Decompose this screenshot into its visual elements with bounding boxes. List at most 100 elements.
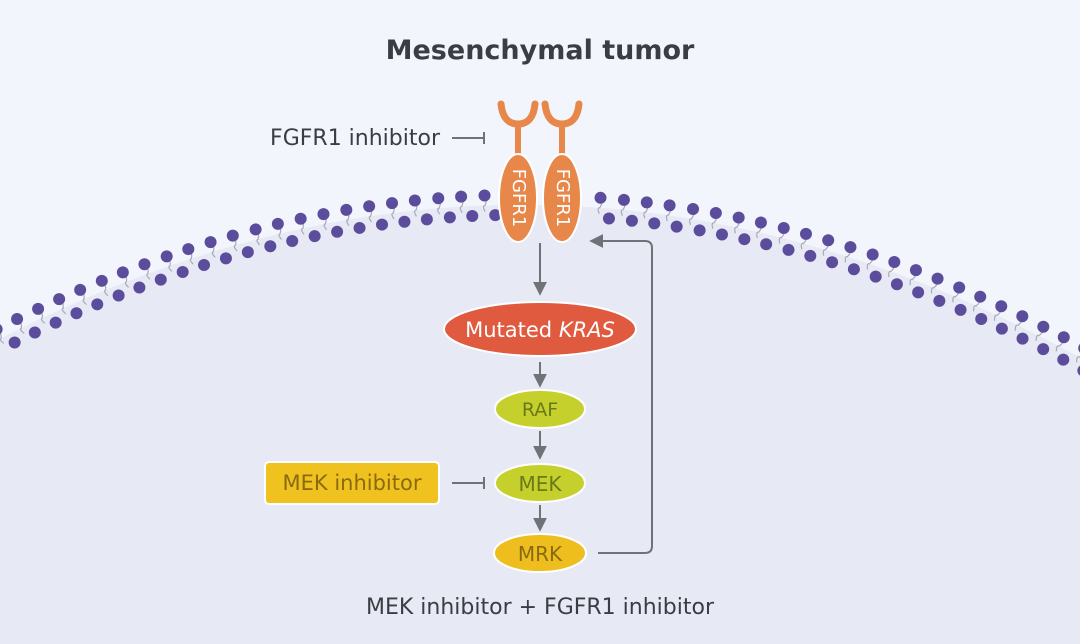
lipid-head-inner: [975, 313, 988, 326]
lipid-head-inner: [420, 213, 433, 226]
mek-inhibitor-label: MEK inhibitor: [282, 471, 421, 495]
lipid-head-inner: [286, 235, 299, 248]
lipid-head-inner: [91, 298, 104, 311]
lipid-head-outer: [32, 302, 45, 315]
receptor-label: FGFR1: [508, 169, 529, 228]
feedback-arrow-mrk-to-fgfr1: [589, 234, 653, 554]
lipid-head-inner: [154, 273, 167, 286]
lipid-head-inner: [826, 256, 839, 269]
lipid-head-inner: [264, 240, 277, 253]
lipid-head-outer: [294, 212, 307, 225]
lipid-head-outer: [866, 248, 879, 261]
lipid-head-outer: [709, 207, 722, 220]
lipid-head-outer: [974, 290, 987, 303]
lipid-head-inner: [8, 336, 21, 349]
lipid-head-outer: [909, 264, 922, 277]
svg-text:Mutated KRAS: Mutated KRAS: [465, 318, 615, 342]
lipid-head-inner: [1077, 365, 1080, 376]
lipid-head-inner: [376, 218, 389, 231]
lipid-head-outer: [317, 208, 330, 221]
lipid-head-inner: [869, 270, 882, 283]
lipid-head-inner: [331, 225, 344, 238]
lipid-head-outer: [663, 199, 676, 212]
lipid-head-outer: [271, 217, 284, 230]
lipid-head-outer: [138, 258, 151, 271]
lipid-head-inner: [804, 249, 817, 262]
lipid-head-inner: [1057, 353, 1070, 366]
lipid-head-outer: [594, 191, 607, 204]
diagram-title: Mesenchymal tumor: [386, 35, 695, 66]
mrk-node: MRK: [493, 533, 587, 573]
lipid-head-inner: [112, 289, 125, 302]
lipid-head-outer: [888, 256, 901, 269]
fgfr1-receptor-right: FGFR1: [541, 100, 583, 243]
lipid-head-outer: [340, 203, 353, 216]
lipid-head-outer: [249, 223, 262, 236]
lipid-head-inner: [1016, 332, 1029, 345]
lipid-head-outer: [687, 202, 700, 215]
lipid-head-outer: [640, 196, 653, 209]
lipid-tail: [1075, 355, 1080, 363]
fgfr1-inhibitor-label: FGFR1 inhibitor: [270, 126, 441, 151]
mek-label: MEK: [518, 472, 562, 496]
lipid-head-inner: [933, 294, 946, 307]
lipid-head-outer: [0, 324, 3, 335]
lipid-head-outer: [432, 192, 445, 205]
lipid-head-inner: [241, 246, 254, 259]
lipid-head-inner: [1037, 343, 1050, 356]
lipid-head-outer: [844, 241, 857, 254]
lipid-head-outer: [182, 243, 195, 256]
lipid-head-outer: [1016, 310, 1029, 323]
lipid-head-inner: [648, 217, 661, 230]
lipid-tail: [0, 332, 5, 344]
lipid-head-inner: [176, 265, 189, 278]
lipid-head-inner: [890, 278, 903, 291]
raf-node: RAF: [494, 389, 586, 429]
kras-prefix: Mutated: [465, 318, 559, 342]
lipid-head-outer: [754, 216, 767, 229]
lipid-head-outer: [478, 189, 491, 202]
lipid-head-inner: [466, 210, 479, 223]
mrk-label: MRK: [518, 542, 563, 566]
lipid-head-inner: [443, 211, 456, 224]
lipid-head-inner: [670, 220, 683, 233]
mek-node: MEK: [494, 463, 586, 503]
lipid-head-inner: [954, 303, 967, 316]
lipid-head-inner: [398, 215, 411, 228]
mek-inhibitor-box: MEK inhibitor: [264, 461, 440, 505]
lipid-head-outer: [95, 274, 108, 287]
lipid-head-inner: [693, 224, 706, 237]
lipid-head-outer: [455, 190, 468, 203]
raf-label: RAF: [522, 399, 558, 421]
fgfr1-inhibition-line: [452, 132, 485, 144]
lipid-head-outer: [953, 281, 966, 294]
lipid-head-outer: [1057, 331, 1070, 344]
lipid-head-outer: [777, 222, 790, 235]
mek-inhibition-line: [452, 477, 485, 489]
fgfr1-receptor-left: FGFR1: [497, 100, 539, 243]
lipid-head-outer: [386, 197, 399, 210]
lipid-head-inner: [49, 316, 62, 329]
cell-membrane: [0, 189, 1080, 376]
lipid-head-inner: [489, 209, 502, 222]
kras-node: Mutated KRAS: [443, 301, 637, 357]
lipid-head-outer: [822, 234, 835, 247]
lipid-head-outer: [204, 236, 217, 249]
lipid-head-outer: [160, 250, 173, 263]
lipid-head-inner: [70, 307, 83, 320]
lipid-head-inner: [912, 286, 925, 299]
lipid-head-outer: [799, 227, 812, 240]
kras-gene: KRAS: [559, 318, 615, 342]
lipid-head-inner: [847, 263, 860, 276]
lipid-head-outer: [11, 312, 24, 325]
lipid-head-inner: [133, 281, 146, 294]
lipid-head-inner: [625, 214, 638, 227]
lipid-head-outer: [617, 193, 630, 206]
combination-caption: MEK inhibitor + FGFR1 inhibitor: [366, 595, 715, 620]
lipid-head-inner: [738, 233, 751, 246]
lipid-head-inner: [219, 252, 232, 265]
lipid-head-inner: [28, 326, 41, 339]
lipid-head-outer: [732, 211, 745, 224]
lipid-head-outer: [408, 194, 421, 207]
